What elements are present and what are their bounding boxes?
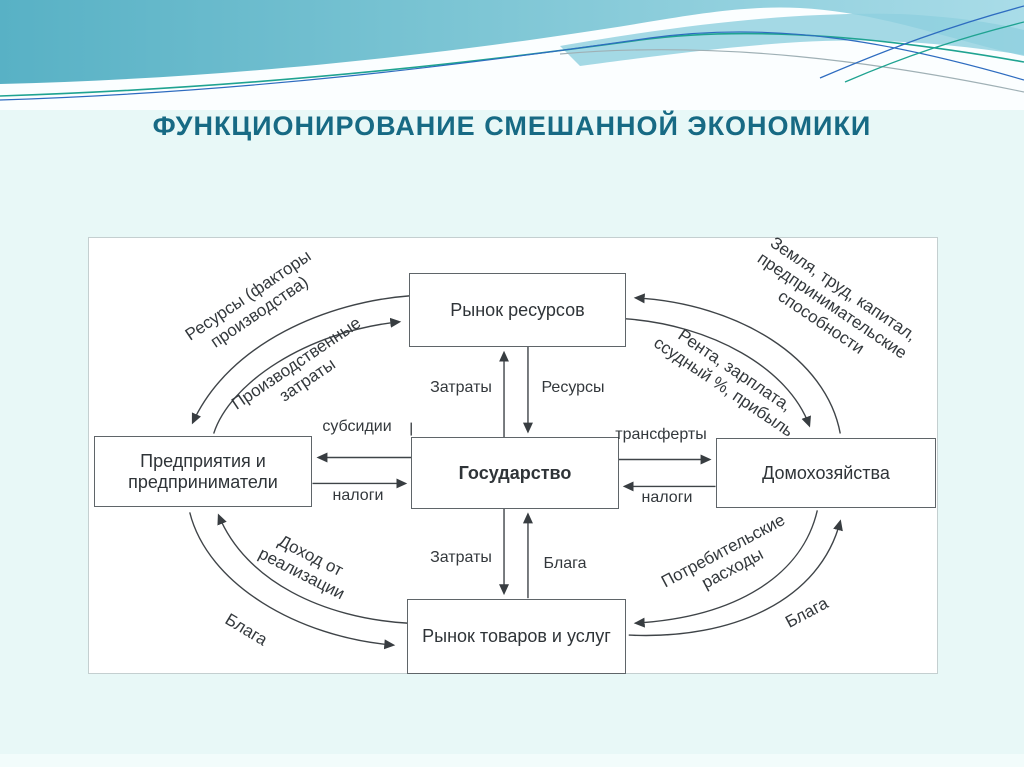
label-transfers: трансферты	[615, 426, 707, 443]
label-costs-lower: Затраты	[430, 549, 492, 566]
node-households: Домохозяйства	[716, 438, 936, 508]
node-enterprises-line1: Предприятия и	[140, 450, 266, 471]
diagram-panel: Рынок ресурсов Предприятия и предпринима…	[88, 233, 938, 674]
node-resource-market-label: Рынок ресурсов	[450, 299, 585, 320]
bottom-accent-strip	[0, 754, 1024, 767]
arc-land-labor-capital	[633, 293, 841, 434]
node-enterprises-line2: предприниматели	[128, 471, 278, 492]
arc-resources-factors	[191, 295, 410, 425]
slide-title: ФУНКЦИОНИРОВАНИЕ СМЕШАННОЙ ЭКОНОМИКИ	[152, 111, 872, 141]
label-taxes-right: налоги	[641, 489, 693, 506]
label-taxes-left: налоги	[332, 487, 384, 504]
wave-blue-ribbon	[560, 13, 1024, 66]
label-costs-upper: Затраты	[430, 379, 492, 396]
node-state-label: Государство	[458, 462, 572, 483]
wave-line-gray	[559, 49, 1024, 93]
node-goods-market: Рынок товаров и услуг	[407, 599, 626, 674]
arc-goods-lower-right	[628, 519, 843, 637]
node-households-label: Домохозяйства	[762, 462, 890, 483]
label-goods-center: Блага	[543, 555, 587, 572]
header-wave-decoration	[0, 0, 1024, 110]
node-enterprises: Предприятия и предприниматели	[94, 436, 312, 507]
wave-line-blue	[0, 31, 1024, 101]
arc-consumer-spending	[633, 510, 818, 628]
wave-line-blue-right	[819, 5, 1024, 79]
node-goods-market-label: Рынок товаров и услуг	[422, 626, 611, 646]
label-resources: Ресурсы	[541, 379, 605, 396]
wave-line-green-right	[844, 21, 1024, 83]
node-resource-market: Рынок ресурсов	[409, 273, 626, 347]
arc-goods-lower-left	[189, 512, 396, 650]
arc-production-costs	[213, 317, 402, 434]
diagram-arrows	[189, 293, 843, 650]
arc-rent-wage-profit	[625, 318, 811, 428]
node-state: Государство	[411, 437, 619, 509]
label-subsidies: субсидии	[322, 418, 392, 435]
arc-income-from-sales	[217, 513, 408, 624]
